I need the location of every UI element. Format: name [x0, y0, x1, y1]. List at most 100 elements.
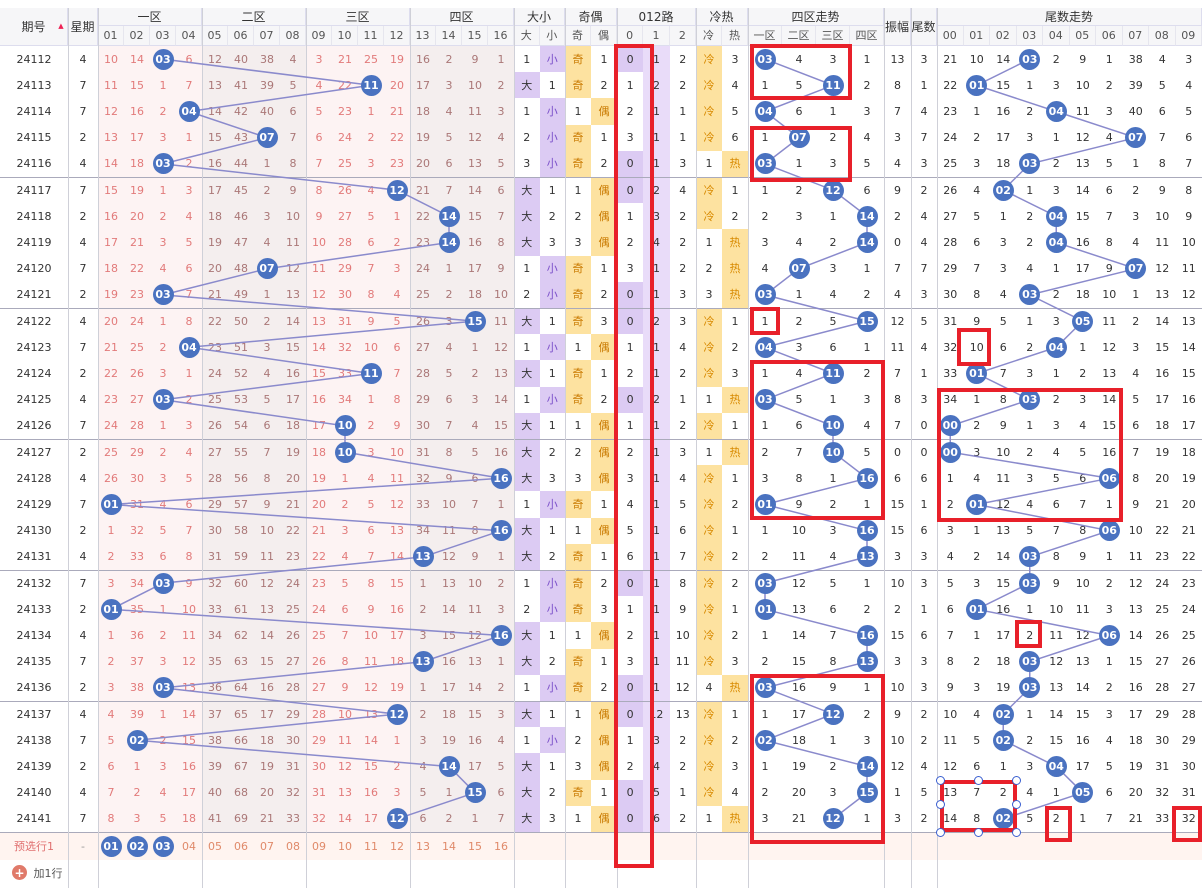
tail-trend-cell: 11 [1069, 596, 1096, 623]
issue-cell[interactable]: 24131 [0, 543, 68, 570]
winning-number-ball: 04 [178, 336, 200, 358]
zone-trend-ball: 04 [754, 101, 776, 122]
tail-trend-cell: 10 [1149, 203, 1176, 230]
issue-cell[interactable]: 24133 [0, 596, 68, 623]
miss-cell: 37 [124, 648, 150, 675]
issue-cell[interactable]: 24128 [0, 465, 68, 492]
issue-cell[interactable]: 24116 [0, 150, 68, 177]
issue-cell[interactable]: 24120 [0, 255, 68, 282]
issue-cell[interactable]: 24114 [0, 98, 68, 125]
issue-cell[interactable]: 24141 [0, 805, 68, 832]
sort-arrows-icon[interactable]: ▲ [58, 21, 64, 30]
issue-cell[interactable]: 24122 [0, 308, 68, 335]
resize-handle[interactable] [936, 800, 945, 809]
add-row-button[interactable]: 加1行 [28, 860, 68, 886]
cold-cell: 冷 [696, 753, 722, 780]
hot-cell: 2 [722, 543, 748, 570]
preselect-ball[interactable]: 15 [462, 832, 488, 860]
issue-cell[interactable]: 24112 [0, 46, 68, 73]
parity-odd-cell: 1 [565, 177, 591, 204]
hot-cell: 热 [722, 150, 748, 177]
tail-trend-cell: 15 [1122, 648, 1149, 675]
issue-cell[interactable]: 24124 [0, 360, 68, 387]
add-row-icon[interactable]: + [12, 865, 27, 880]
issue-header[interactable]: 期号 [0, 8, 68, 46]
issue-cell[interactable]: 24130 [0, 517, 68, 544]
miss-cell: 2 [176, 150, 202, 177]
issue-cell[interactable]: 24139 [0, 753, 68, 780]
preselect-label[interactable]: 预选行1 [0, 832, 68, 860]
preselect-ball[interactable]: 05 [202, 832, 228, 860]
issue-cell[interactable]: 24125 [0, 386, 68, 413]
resize-handle[interactable] [974, 776, 983, 785]
zone-trend-cell: 9 [782, 491, 816, 518]
miss-cell: 13 [332, 779, 358, 806]
resize-handle[interactable] [1012, 828, 1021, 837]
resize-handle[interactable] [936, 776, 945, 785]
tail-trend-cell: 18 [990, 150, 1017, 177]
miss-cell: 18 [280, 412, 306, 439]
miss-cell: 33 [410, 491, 436, 518]
miss-cell: 4 [150, 255, 176, 282]
resize-handle[interactable] [936, 828, 945, 837]
issue-cell[interactable]: 24132 [0, 570, 68, 597]
tail-trend-cell: 9 [1069, 543, 1096, 570]
issue-cell[interactable]: 24134 [0, 622, 68, 649]
issue-cell[interactable]: 24137 [0, 701, 68, 728]
amplitude-cell: 6 [884, 465, 911, 492]
issue-cell[interactable]: 24126 [0, 412, 68, 439]
parity-odd-cell: 奇 [565, 674, 591, 701]
miss-cell: 28 [332, 229, 358, 256]
preselect-ball[interactable]: 12 [384, 832, 410, 860]
preselect-ball[interactable]: 08 [280, 832, 306, 860]
issue-cell[interactable]: 24127 [0, 439, 68, 466]
miss-cell: 12 [358, 674, 384, 701]
preselect-ball[interactable]: 16 [488, 832, 514, 860]
road-cell: 1 [669, 124, 696, 151]
issue-cell[interactable]: 24123 [0, 334, 68, 361]
issue-cell[interactable]: 24121 [0, 281, 68, 308]
tail-trend-cell: 11 [1122, 543, 1149, 570]
tail-trend-ball: 06 [1098, 467, 1120, 489]
miss-cell: 3 [150, 124, 176, 151]
column-divider [68, 8, 69, 888]
preselect-ball[interactable]: 13 [410, 832, 436, 860]
issue-cell[interactable]: 24136 [0, 674, 68, 701]
resize-handle[interactable] [1012, 776, 1021, 785]
miss-cell: 15 [462, 701, 488, 728]
issue-cell[interactable]: 24113 [0, 72, 68, 99]
issue-cell[interactable]: 24129 [0, 491, 68, 518]
zone-trend-cell: 2 [816, 124, 850, 151]
road-cell: 0 [617, 46, 644, 73]
resize-handle[interactable] [974, 828, 983, 837]
preselect-ball[interactable]: 04 [176, 832, 202, 860]
issue-cell[interactable]: 24117 [0, 177, 68, 204]
preselect-ball[interactable]: 10 [332, 832, 358, 860]
miss-cell: 9 [358, 596, 384, 623]
road-cell: 2 [617, 439, 644, 466]
resize-handle[interactable] [1012, 800, 1021, 809]
zone-trend-ball: 07 [788, 127, 810, 149]
issue-cell[interactable]: 24118 [0, 203, 68, 230]
miss-cell: 2 [98, 543, 124, 570]
preselect-ball[interactable]: 14 [436, 832, 462, 860]
issue-cell[interactable]: 24135 [0, 648, 68, 675]
tail-trend-cell: 7 [1122, 439, 1149, 466]
miss-cell: 21 [280, 491, 306, 518]
miss-cell: 9 [488, 255, 514, 282]
issue-cell[interactable]: 24140 [0, 779, 68, 806]
preselect-ball[interactable]: 06 [228, 832, 254, 860]
miss-cell: 7 [436, 412, 462, 439]
road-cell: 1 [643, 281, 670, 308]
issue-cell[interactable]: 24115 [0, 124, 68, 151]
issue-cell[interactable]: 24119 [0, 229, 68, 256]
tail-trend-cell: 28 [937, 229, 964, 256]
miss-cell: 3 [384, 779, 410, 806]
preselect-ball[interactable]: 11 [358, 832, 384, 860]
cold-cell: 冷 [696, 308, 722, 335]
preselect-ball[interactable]: 07 [254, 832, 280, 860]
preselect-ball[interactable]: 09 [306, 832, 332, 860]
issue-cell[interactable]: 24138 [0, 727, 68, 754]
road-cell: 0 [617, 150, 644, 177]
tail-trend-cell: 8 [1096, 229, 1123, 256]
